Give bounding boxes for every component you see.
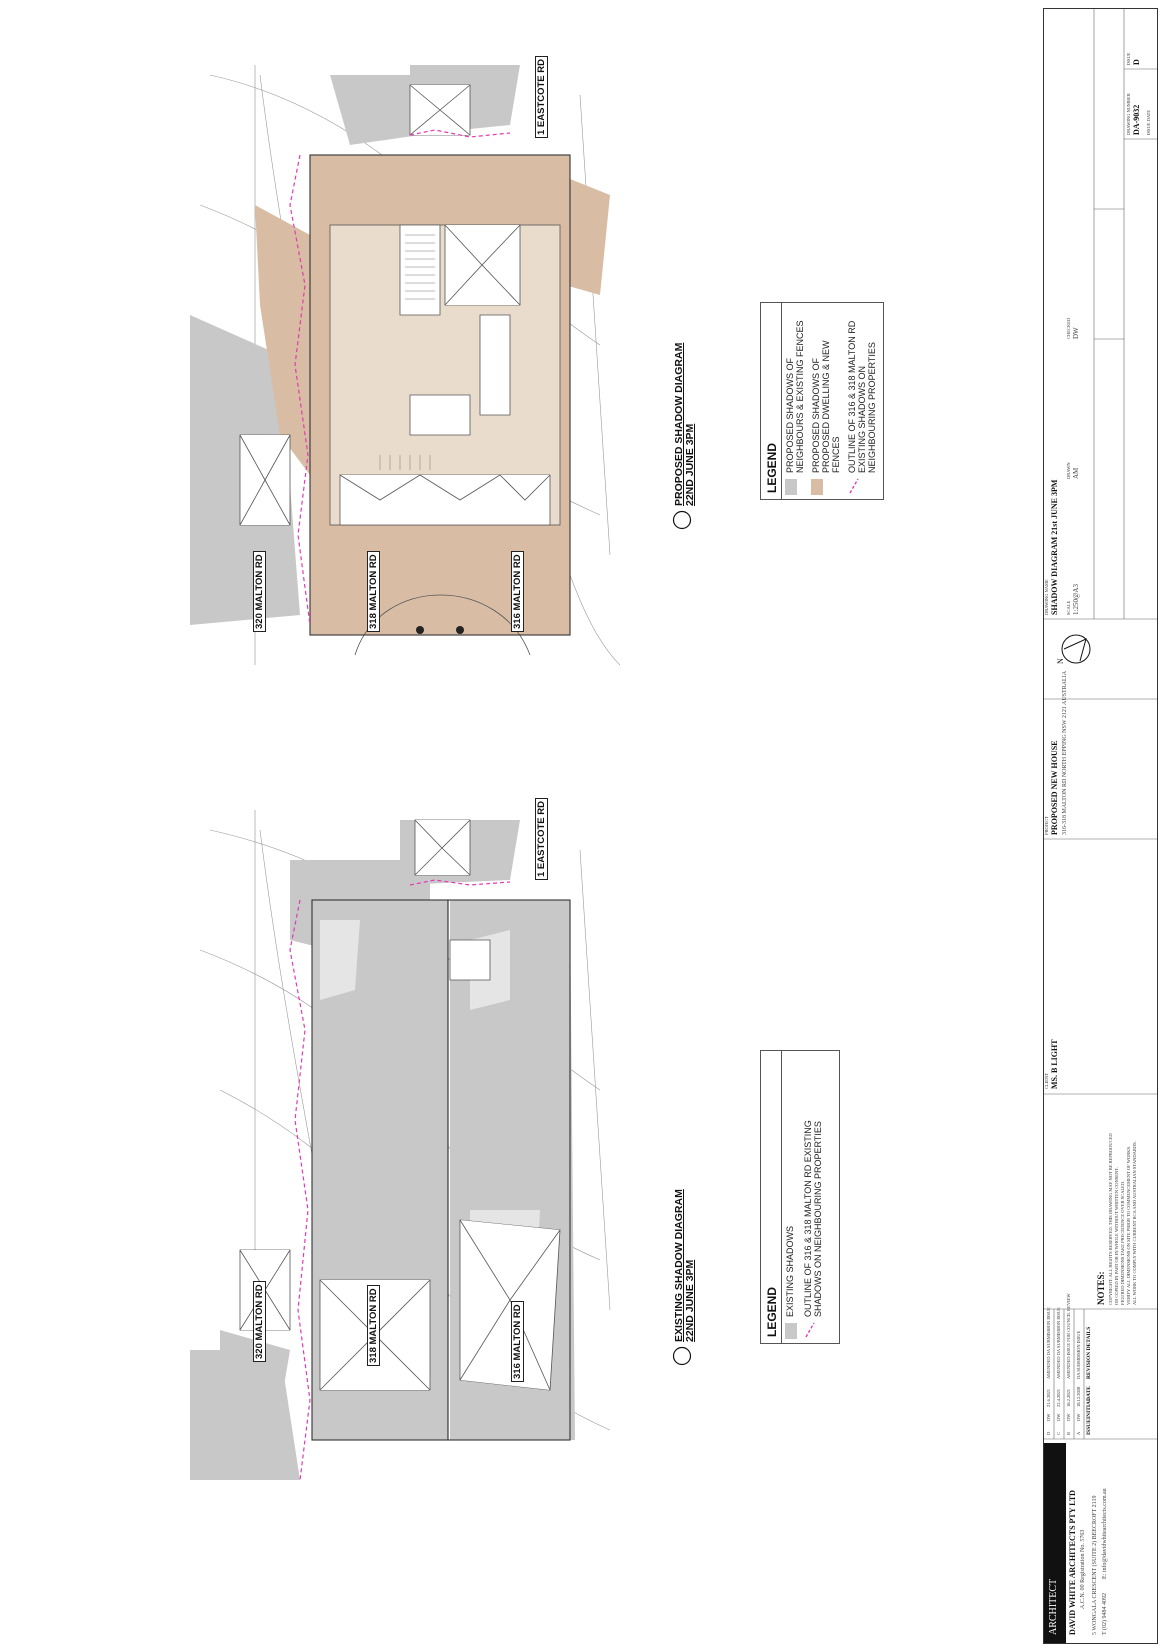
legend-label-grey: PROPOSED SHADOWS OF NEIGHBOURS & EXISTIN…	[785, 320, 805, 473]
existing-plan-drawing	[190, 810, 611, 1481]
road-label-316: 316 MALTON RD	[511, 551, 524, 632]
proposed-title-marker	[672, 510, 692, 530]
drawing-name-label: DRAWING NAME	[1044, 579, 1049, 615]
legend-swatch-existing	[785, 1323, 797, 1339]
revision-date: 18.2.2021	[1066, 1389, 1071, 1407]
notes-title: NOTES:	[1096, 1271, 1106, 1305]
revision-initial: DW	[1076, 1413, 1081, 1422]
existing-legend: LEGEND EXISTING SHADOWS OUTLINE OF 316 &…	[760, 1050, 840, 1344]
drawing-name: SHADOW DIAGRAM 21st JUNE 3PM	[1050, 479, 1059, 615]
checked-label: CHECKED	[1066, 317, 1071, 339]
project-address: 316-318 MALTON RD NORTH EPPING NSW 2121 …	[1062, 670, 1068, 835]
revision-issue: D	[1046, 1431, 1051, 1435]
firm-name: DAVID WHITE ARCHITECTS PTY LTD	[1068, 1490, 1077, 1635]
road-label-318: 318 MALTON RD	[367, 551, 380, 632]
legend-label-outline: OUTLINE OF 316 & 318 MALTON RD EXISTING …	[803, 1120, 823, 1317]
legend-label-existing: EXISTING SHADOWS	[785, 1225, 795, 1317]
north-label: N	[1056, 658, 1065, 664]
road-label-318: 318 MALTON RD	[367, 1285, 380, 1366]
issue-value: D	[1132, 59, 1141, 65]
revision-details: AMENDED ISSUE FOR COUNCIL REVIEW	[1066, 1293, 1071, 1379]
note-line: COPYRIGHT: ALL RIGHTS RESERVED. THIS DRA…	[1108, 1133, 1113, 1305]
scale-value: 1:250@A3	[1072, 584, 1080, 615]
revision-date: 18.12.2020	[1076, 1386, 1081, 1407]
revision-header-date: DATE	[1086, 1386, 1092, 1401]
proposed-legend: LEGEND PROPOSED SHADOWS OF NEIGHBOURS & …	[760, 302, 884, 500]
revision-date: 22.4.2021	[1056, 1389, 1061, 1407]
revision-issue: B	[1066, 1431, 1071, 1435]
architect-tag-band	[1044, 1443, 1066, 1643]
note-line: OR COPIED IN PART OR IN WHOLE WITHOUT WR…	[1114, 1167, 1119, 1305]
revision-issue: A	[1076, 1431, 1081, 1435]
firm-email: E: info@davidwhitearchitects.com.au	[1102, 1488, 1108, 1579]
legend-label-outline: OUTLINE OF 316 & 318 MALTON RD EXISTING …	[847, 320, 877, 473]
proposed-diagram-title: PROPOSED SHADOW DIAGRAM 22ND JUNE 3PM	[673, 342, 696, 506]
revision-initial: DW	[1066, 1413, 1071, 1422]
client-label: CLIENT	[1044, 1073, 1049, 1089]
north-arrow-icon	[1058, 621, 1094, 681]
revision-initial: DW	[1056, 1413, 1061, 1422]
revision-details: AMENDED DA SUBMISSION ISSUE	[1046, 1307, 1051, 1379]
note-line: VERIFY ALL DIMENSIONS ON SITE PRIOR TO C…	[1126, 1145, 1131, 1305]
drawn-value: AM	[1072, 467, 1080, 479]
revision-header-details: REVISION DETAILS	[1086, 1326, 1092, 1379]
client-name: MS. B LIGHT	[1050, 1039, 1059, 1089]
checked-value: DW	[1072, 327, 1080, 339]
proposed-plan-drawing	[190, 65, 620, 666]
title-block-grid	[1044, 9, 1157, 1440]
legend-swatch-tan	[811, 479, 823, 495]
proposed-site-plan	[180, 55, 620, 675]
circle-marker-icon	[672, 1346, 692, 1366]
project-name: PROPOSED NEW HOUSE	[1050, 740, 1059, 835]
drawn-label: DRAWN	[1066, 462, 1071, 479]
road-label-eastcote: 1 EASTCOTE RD	[535, 797, 548, 880]
legend-title: LEGEND	[765, 1286, 779, 1337]
legend-swatch-grey	[785, 479, 797, 495]
road-label-320: 320 MALTON RD	[253, 551, 266, 632]
note-line: FIGURED DIMENSIONS TAKE PRECEDENCE OVER …	[1120, 1180, 1125, 1305]
existing-site-plan	[180, 790, 620, 1490]
revision-details: AMENDED DA SUBMISSION ISSUE	[1056, 1307, 1061, 1379]
drawing-number-label: DRAWING NUMBER	[1126, 93, 1131, 135]
existing-title-marker	[672, 1346, 692, 1366]
note-line: ALL WORK TO COMPLY WITH CURRENT BCA AND …	[1132, 1141, 1137, 1305]
firm-address: 5 WONGALA CRESCENT (SUITE 2) BEECROFT 21…	[1092, 1495, 1098, 1635]
drawing-number: DA-9032	[1132, 104, 1141, 135]
revision-header-issue: ISSUE	[1086, 1419, 1092, 1435]
magenta-outline-icon	[803, 1321, 817, 1339]
revision-issue: C	[1056, 1431, 1061, 1435]
project-label: PROJECT	[1044, 815, 1049, 835]
road-label-316: 316 MALTON RD	[511, 1301, 524, 1382]
legend-label-tan: PROPOSED SHADOWS OF PROPOSED DWELLING & …	[811, 340, 841, 473]
circle-marker-icon	[672, 510, 692, 530]
issue-date-label: ISSUE DATE	[1146, 109, 1151, 135]
architect-tag: ARCHITECT	[1048, 1578, 1059, 1635]
scale-label: SCALE	[1066, 600, 1071, 615]
legend-title: LEGEND	[765, 442, 779, 493]
magenta-outline-icon	[847, 477, 861, 495]
existing-diagram-title: EXISTING SHADOW DIAGRAM 22ND JUNE 3PM	[673, 1189, 696, 1342]
revision-details: DA SUBMISSION ISSUE	[1076, 1330, 1081, 1379]
issue-label: ISSUE	[1126, 52, 1131, 65]
firm-registration: A.C.N. 00 Registration No. 5763	[1080, 1529, 1086, 1609]
road-label-320: 320 MALTON RD	[253, 1281, 266, 1362]
road-label-eastcote: 1 EASTCOTE RD	[535, 55, 548, 138]
revision-initial: DW	[1046, 1413, 1051, 1422]
firm-phone: T (02) 9484 4092	[1102, 1592, 1108, 1635]
title-block: ARCHITECT DAVID WHITE ARCHITECTS PTY LTD…	[1043, 8, 1158, 1644]
revision-date: 21.6.2021	[1046, 1389, 1051, 1407]
